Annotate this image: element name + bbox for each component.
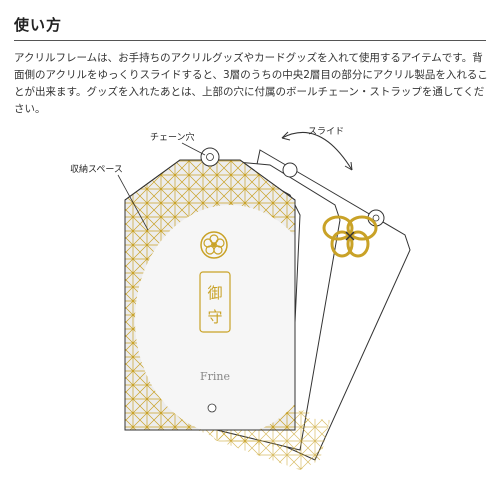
usage-description: アクリルフレームは、お手持ちのアクリルグッズやカードグッズを入れて使用するアイテ… [14, 52, 488, 115]
brand-logo: Frine [200, 370, 230, 383]
flower-crest-icon [200, 231, 228, 259]
charm-text-2: 守 [207, 308, 222, 326]
front-tag-panel [124, 147, 296, 431]
storage-space-label: 収納スペース [70, 163, 123, 175]
charm-label-box [199, 271, 231, 333]
charm-text-1: 御 [207, 284, 222, 302]
slide-arrow [281, 131, 353, 171]
section-title: 使い方 [14, 16, 63, 34]
slide-label: スライド [308, 126, 344, 137]
title-divider [14, 40, 486, 41]
chain-hole-label: チェーン穴 [150, 131, 195, 143]
mizuhiki-knot-icon [322, 215, 378, 258]
